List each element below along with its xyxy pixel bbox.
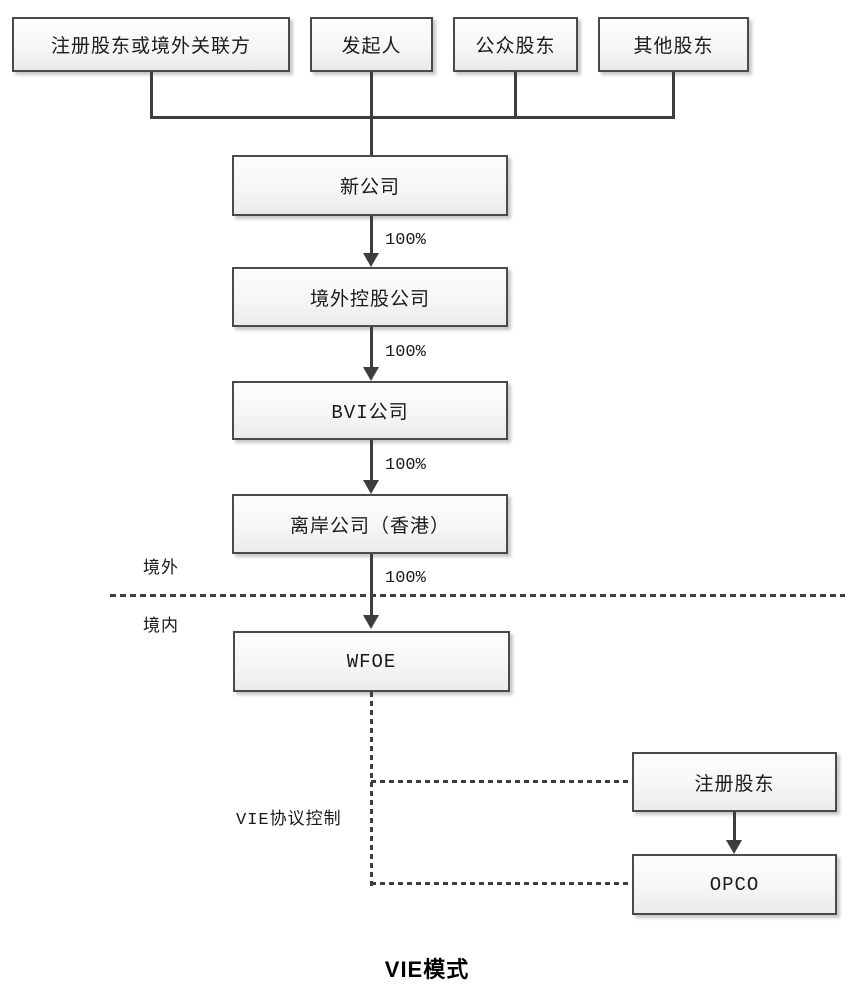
node-label: 境外控股公司 [309, 288, 430, 311]
arrow-line [370, 554, 373, 617]
vie-control-label: VIE协议控制 [236, 811, 342, 830]
arrow-line [733, 812, 736, 841]
node-newco: 新公司 [232, 155, 508, 216]
vie-control-dashed-line [371, 780, 632, 783]
node-opco: OPCO [632, 854, 837, 915]
diagram-title: VIE模式 [384, 957, 470, 982]
arrow-down-icon [363, 615, 379, 629]
node-registered-shareholder: 注册股东 [632, 752, 837, 812]
connector-line [514, 72, 517, 118]
node-label: OPCO [709, 873, 760, 896]
node-sponsor: 发起人 [310, 17, 433, 72]
node-registered-or-overseas: 注册股东或境外关联方 [12, 17, 290, 72]
node-public-shareholders: 公众股东 [453, 17, 578, 72]
node-label: 其他股东 [633, 36, 714, 58]
node-label: 离岸公司（香港） [289, 515, 450, 538]
vie-control-dashed-line [370, 692, 373, 886]
node-label: 新公司 [339, 177, 400, 199]
node-label: BVI公司 [331, 402, 409, 424]
node-other-shareholders: 其他股东 [598, 17, 749, 72]
arrow-down-icon [363, 367, 379, 381]
node-label: 注册股东 [694, 773, 775, 796]
node-label: WFOE [346, 650, 397, 673]
connector-line [150, 116, 675, 119]
ownership-percent-label: 100% [385, 231, 426, 250]
connector-line [672, 72, 675, 118]
arrow-down-icon [363, 480, 379, 494]
ownership-percent-label: 100% [385, 343, 426, 362]
node-offshore-hk: 离岸公司（香港） [232, 494, 508, 554]
node-label: 发起人 [341, 36, 402, 58]
arrow-line [370, 327, 373, 369]
boundary-dashed-line [110, 594, 845, 597]
node-bvi: BVI公司 [232, 381, 508, 440]
connector-line [370, 72, 373, 155]
node-label: 注册股东或境外关联方 [50, 36, 251, 58]
node-offshore-holding: 境外控股公司 [232, 267, 508, 327]
arrow-line [370, 216, 373, 256]
arrow-line [370, 440, 373, 482]
connector-line [150, 72, 153, 118]
node-label: 公众股东 [475, 36, 556, 58]
ownership-percent-label: 100% [385, 456, 426, 475]
region-label-offshore: 境外 [143, 560, 179, 579]
ownership-percent-label: 100% [385, 569, 426, 588]
arrow-down-icon [726, 840, 742, 854]
arrow-down-icon [363, 253, 379, 267]
region-label-onshore: 境内 [143, 618, 179, 637]
vie-control-dashed-line [371, 882, 632, 885]
node-wfoe: WFOE [233, 631, 510, 692]
